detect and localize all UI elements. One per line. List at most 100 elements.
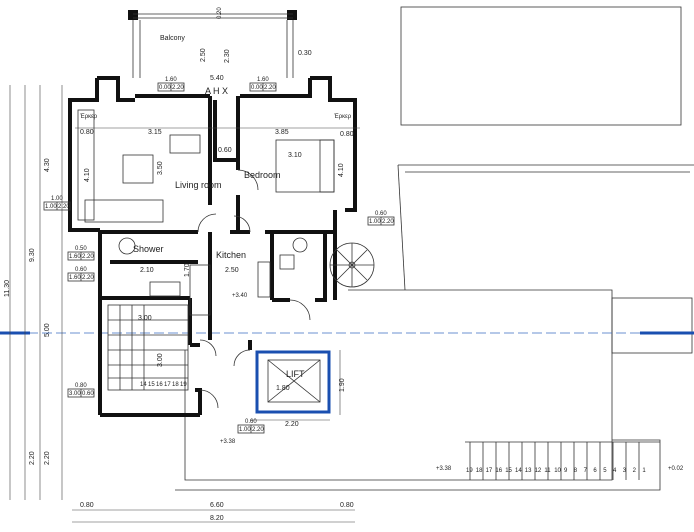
dim-bottom-660: 6.60 [210,502,224,509]
external-stair-step-number: 1 [642,468,646,474]
dim-left-220b: 2.20 [29,451,36,465]
window-tag-value: 0.80 [75,383,87,389]
window-tag-value: 2.20 [82,254,94,260]
window-tag-value: 1.60 [257,77,269,83]
living-room-furniture [77,109,201,223]
window-tag-value: 2.20 [252,427,264,433]
window-tag-value: 0.50 [75,246,87,252]
dim-balcony-230: 2.30 [224,49,231,63]
external-stair-step-number: 8 [574,468,578,474]
dim-220-lift: 2.20 [285,421,299,428]
dim-left-930: 9.30 [29,248,36,262]
stair-step-number: 16 [156,382,163,388]
internal-stair [107,304,189,391]
dim-balcony-030: 0.30 [298,50,312,57]
roof-right-box [611,297,693,354]
external-stair-step-number: 19 [466,468,473,474]
window-tag-value: 2.20 [58,204,70,210]
window-tag-value: 0.60 [82,391,94,397]
dim-540: 5.40 [210,75,224,82]
terrace-outline [184,289,613,481]
terrace-outer [175,439,661,491]
external-stair-step-number: 4 [613,468,617,474]
erker-left-label: Έρκερ [79,114,98,120]
window-tag-value: 1.60 [69,254,81,260]
stair-step-number: 18 [172,382,179,388]
external-stair-step-number: 11 [544,468,551,474]
bathroom-fixtures [118,237,308,297]
window-tag-value: 1.00 [51,196,63,202]
dim-bottom-820: 8.20 [210,515,224,522]
external-stair-step-number: 16 [495,468,502,474]
upper-right-frame [400,6,682,126]
dim-080-right: 0.80 [340,131,354,138]
external-stair-step-number: 10 [554,468,561,474]
dim-210: 2.10 [140,267,154,274]
lift-label: LIFT [286,369,305,379]
dim-250: 2.50 [225,267,239,274]
lift-dim-label: 1.80 [276,385,290,392]
living-room-label: Living room [175,180,222,190]
dim-bottom-080-right: 0.80 [340,502,354,509]
window-tag-value: 2.20 [172,85,184,91]
external-stair-step-number: 15 [505,468,512,474]
external-stair-step-number: 3 [623,468,627,474]
door-swings [197,169,311,409]
external-stair-step-number: 6 [593,468,597,474]
stair-step-number: 14 [140,382,147,388]
window-tag-value: 0.60 [375,211,387,217]
window-tag-value: 1.60 [69,275,81,281]
kitchen-label: Kitchen [216,250,246,260]
stair-step-number: 15 [148,382,155,388]
dim-190: 1.90 [339,378,346,392]
kitchen-counter [189,261,271,316]
dim-left-220: 2.20 [44,451,51,465]
shower-label: Shower [133,244,164,254]
external-stair-step-number: 18 [476,468,483,474]
level-338b: +3.38 [436,466,452,472]
window-tag-value: 0.00 [159,85,171,91]
exterior-walls [68,76,357,417]
window-tag-value: 3.00 [69,391,81,397]
dim-385: 3.85 [275,129,289,136]
balcony-label: Balcony [160,35,185,42]
lift-shaft [255,350,331,414]
ahx-label: Α Η Χ [205,86,228,96]
dim-balcony-020: 0.20 [217,7,223,19]
bedroom-label: Bedroom [244,170,281,180]
dim-350: 3.50 [157,161,164,175]
window-tag-value: 1.00 [239,427,251,433]
window-tag-value: 1.00 [45,204,57,210]
external-stair-step-number: 14 [515,468,522,474]
dimension-lines [9,85,360,523]
level-002: +0.02 [668,466,684,472]
dim-410-left: 4.10 [84,168,91,182]
bedroom-bed [275,139,335,193]
dim-300-v: 3.00 [157,353,164,367]
dim-balcony-h: 2.50 [200,48,207,62]
external-stair-step-number: 2 [633,468,637,474]
dim-170: 1.70 [184,263,191,277]
dim-410-right: 4.10 [338,163,345,177]
dim-300-h: 3.00 [138,315,152,322]
external-stair-step-number: 7 [584,468,588,474]
external-stair-step-number: 9 [564,468,568,474]
window-tag-value: 0.00 [251,85,263,91]
window-tag-value: 0.60 [245,419,257,425]
external-stair-step-number: 5 [603,468,607,474]
erker-right-label: Έρκερ [333,114,352,120]
dim-060: 0.60 [218,147,232,154]
dim-310: 3.10 [288,152,302,159]
spiral-stair [329,242,375,288]
level-340: +3.40 [232,293,248,299]
balcony [128,10,297,78]
external-stair-step-number: 17 [486,468,493,474]
